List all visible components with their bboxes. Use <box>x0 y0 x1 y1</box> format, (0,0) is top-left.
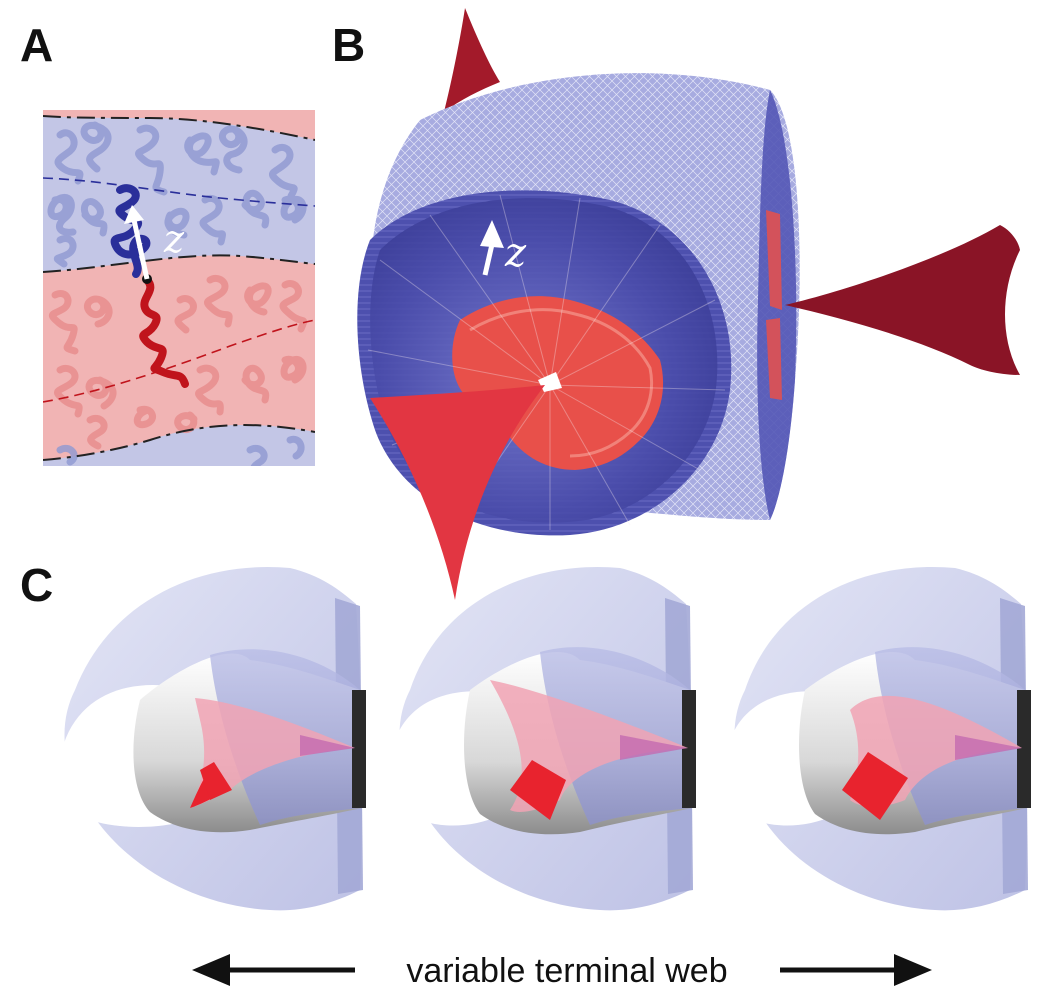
top-web-spike <box>444 8 500 112</box>
panel-a-lamellae <box>43 110 315 466</box>
terminal-web-shape-1 <box>62 567 366 911</box>
left-arrow-icon <box>192 954 230 986</box>
panel-b-axis-label: z <box>504 230 527 276</box>
up-arrow-icon <box>124 205 144 224</box>
highlighted-red-chain <box>139 276 189 388</box>
highlighted-blue-chain <box>110 184 151 278</box>
red-chains <box>48 275 308 450</box>
panel-a-axis-label: z <box>163 217 185 261</box>
panel-a-arrow-shaft <box>131 219 150 280</box>
panel-b-letter: B <box>332 19 366 71</box>
panel-c-letter: C <box>20 559 54 611</box>
pink-web-sheet-1 <box>190 698 355 808</box>
right-arrow-icon <box>894 954 932 986</box>
panel-c-shapes <box>62 567 1031 911</box>
side-web-spike <box>785 225 1020 375</box>
blue-domain-bottom <box>43 425 315 466</box>
terminal-web-shape-2 <box>394 567 696 911</box>
panel-c-caption: variable terminal web <box>406 952 727 990</box>
panel-a-letter: A <box>20 19 54 71</box>
front-web-spike <box>370 385 545 600</box>
variable-web-caption-row: variable terminal web <box>192 952 932 990</box>
panel-b-structure <box>357 8 1020 600</box>
terminal-web-shape-3 <box>729 567 1031 911</box>
center-vertex <box>538 372 562 392</box>
blue-chains <box>47 121 307 466</box>
up-arrow-icon <box>480 220 504 248</box>
